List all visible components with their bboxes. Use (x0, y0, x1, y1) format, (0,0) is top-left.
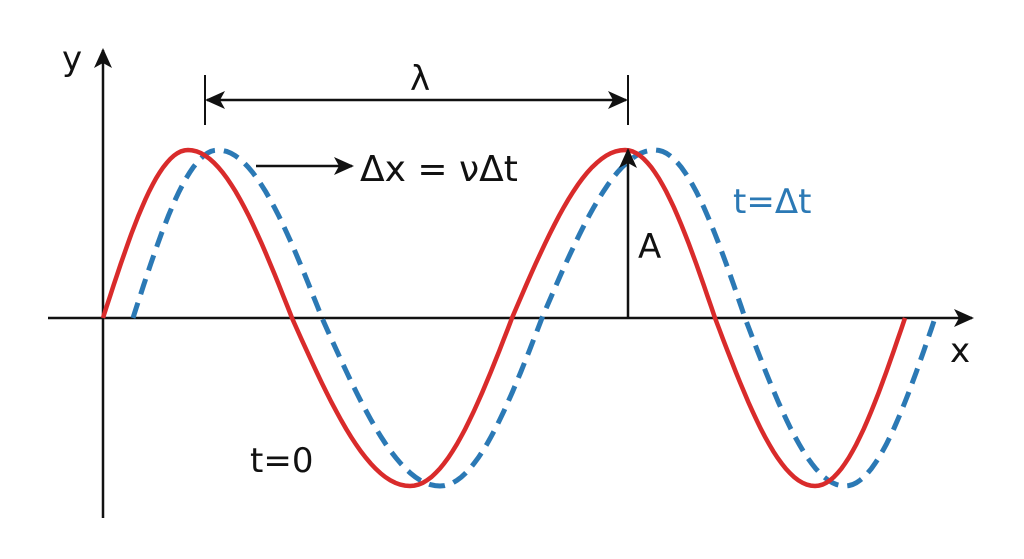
shifted-wave-label: t=Δt (733, 182, 811, 222)
amplitude-label: A (638, 227, 661, 267)
displacement-label: Δx = νΔt (360, 149, 518, 190)
initial-wave-label: t=0 (250, 441, 313, 481)
initial-wave-curve (100, 147, 908, 489)
y-axis-label: y (62, 39, 82, 79)
x-axis-label: x (950, 331, 970, 371)
wavelength-label: λ (410, 59, 430, 99)
shifted-wave-curve (130, 147, 938, 489)
